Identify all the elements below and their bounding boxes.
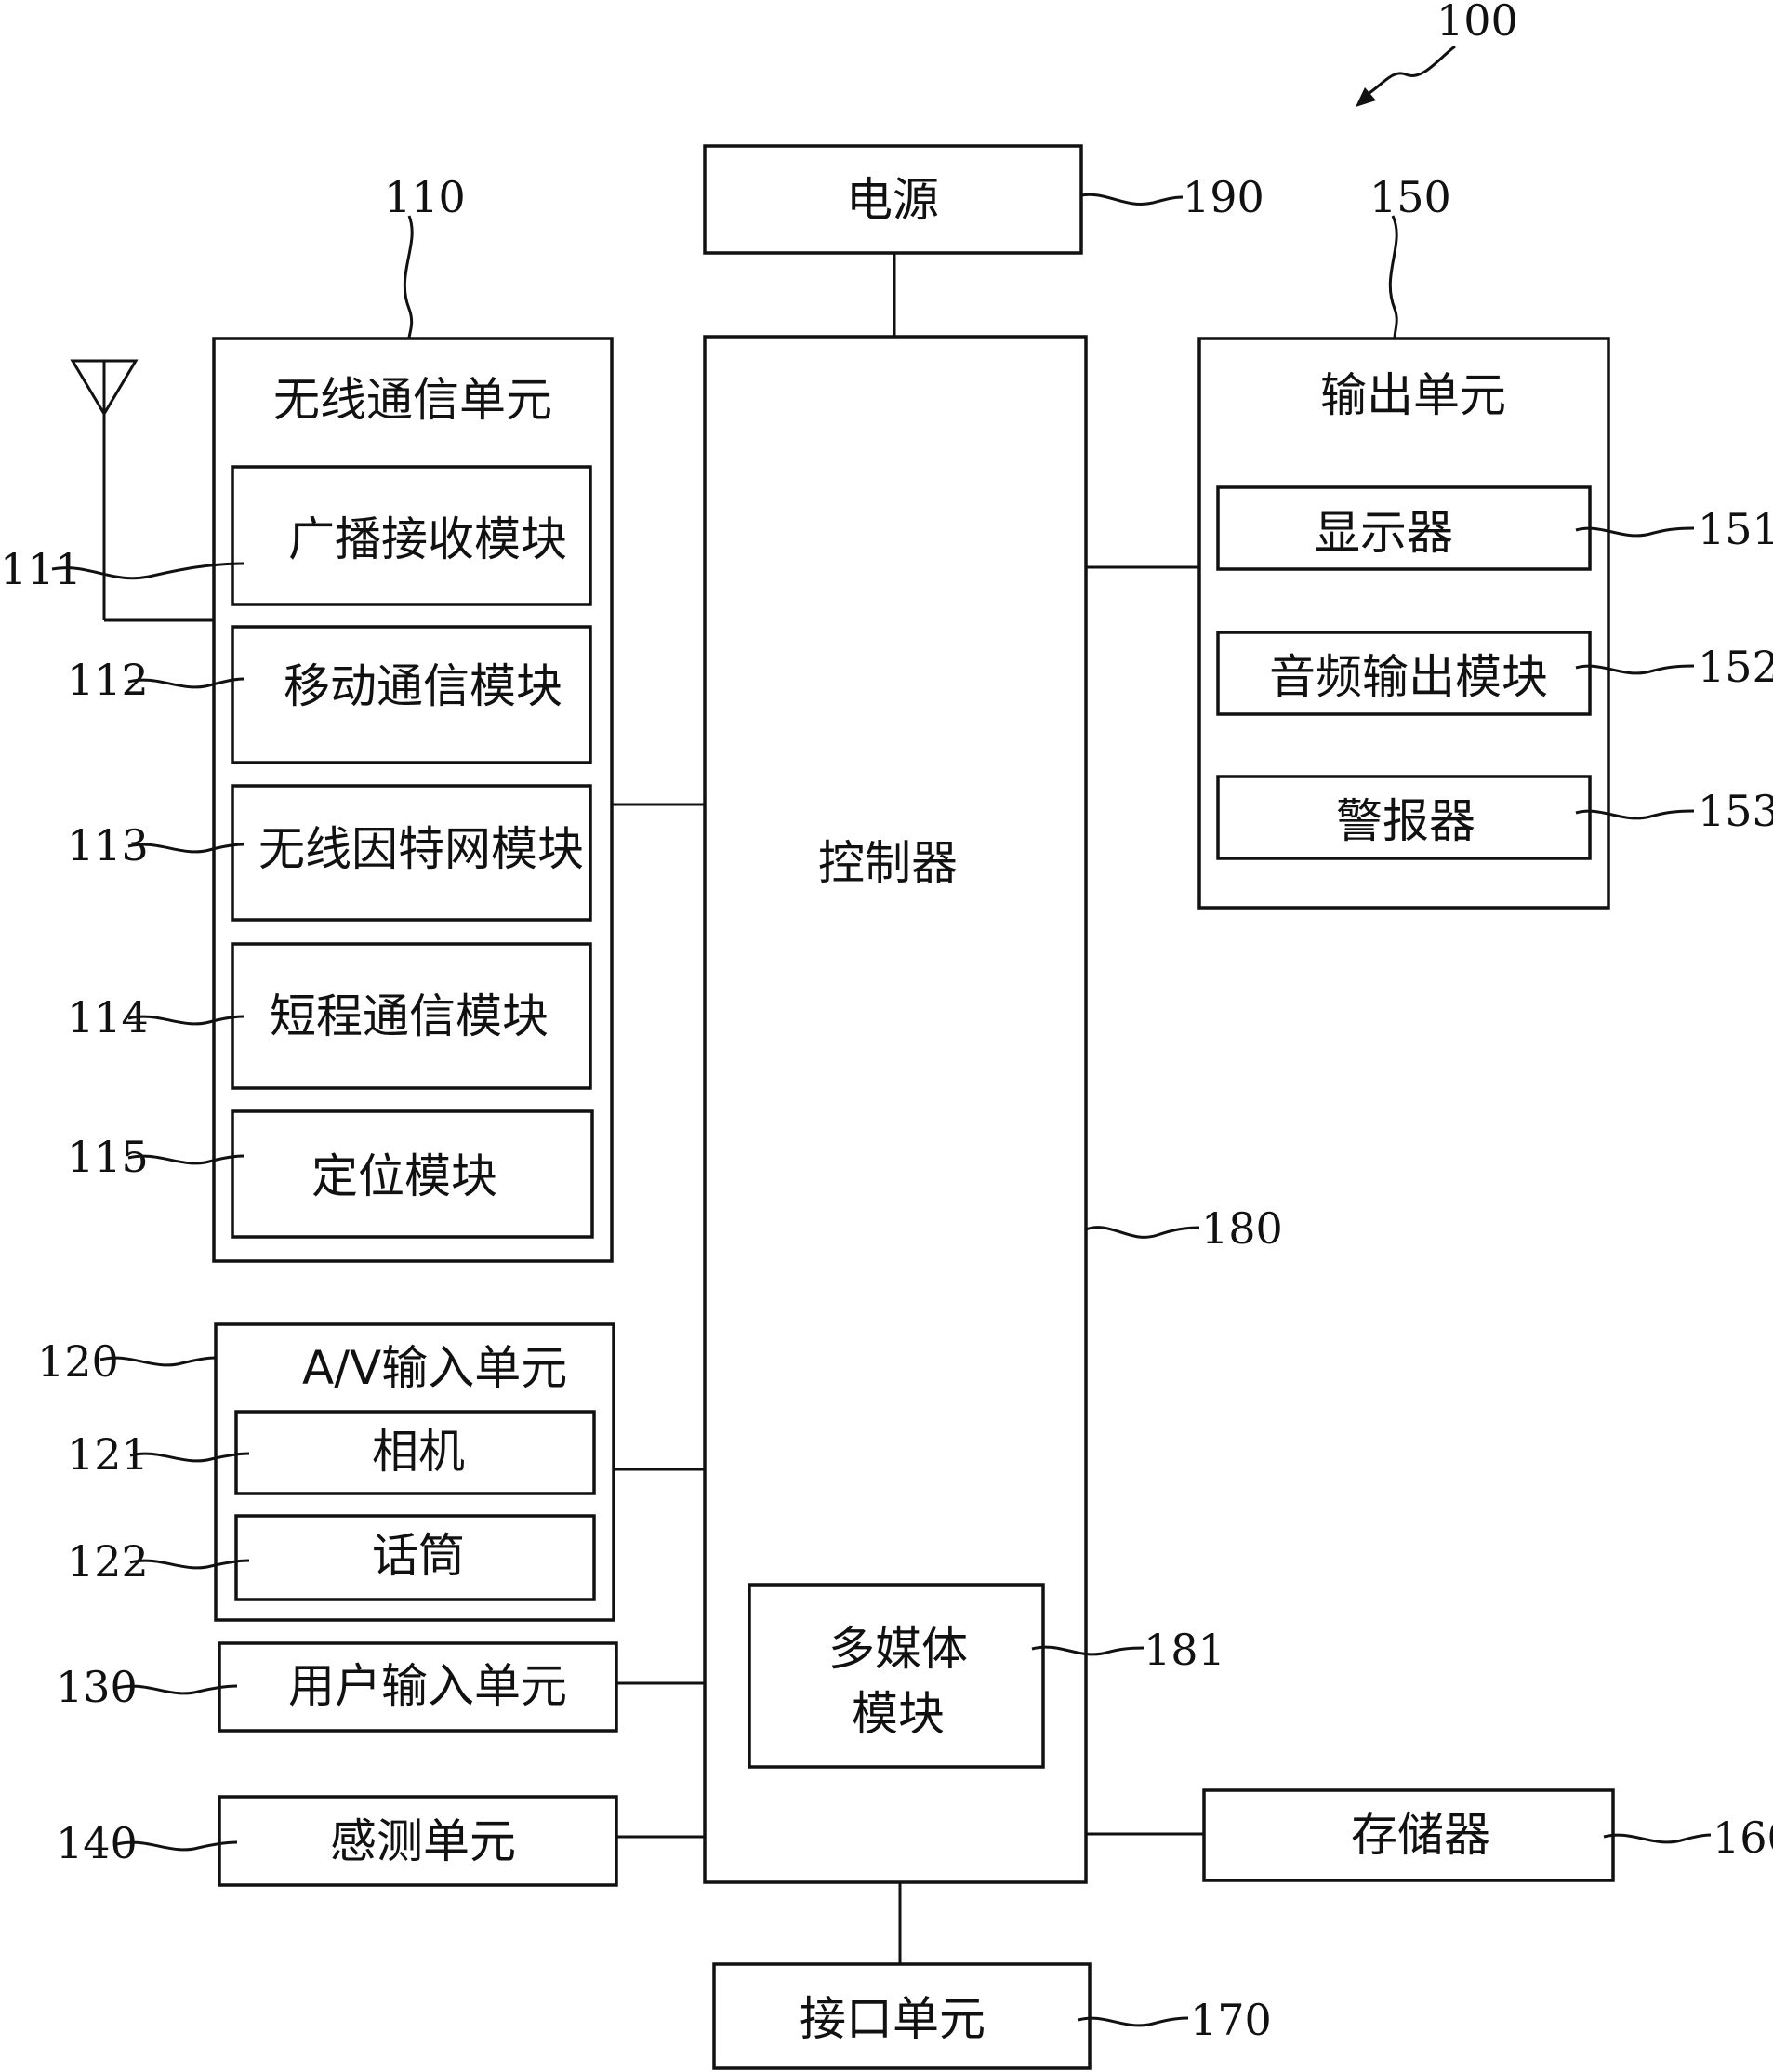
- power-ref-leader: [1080, 193, 1184, 206]
- wireless-ref: 110: [384, 172, 466, 222]
- broadcast-module-box: [231, 465, 592, 606]
- alarm-box: [1216, 775, 1592, 860]
- av-input-ref: 120: [37, 1336, 119, 1387]
- display-leader: [1575, 526, 1695, 538]
- figure-ref: 100: [1436, 0, 1518, 46]
- sensing-label: 感测单元: [330, 1814, 516, 1868]
- display-ref: 151: [1698, 504, 1773, 554]
- multimedia-label-line2: 模块: [852, 1687, 945, 1741]
- figure-ref-leader: [1366, 45, 1456, 97]
- alarm-ref: 153: [1698, 786, 1773, 836]
- camera-leader: [129, 1452, 250, 1463]
- camera-box: [234, 1410, 596, 1495]
- microphone-leader: [129, 1559, 250, 1570]
- alarm-leader: [1575, 809, 1695, 820]
- av-input-box: [214, 1322, 615, 1622]
- positioning-module-leader: [127, 1154, 245, 1165]
- camera-label: 相机: [372, 1425, 465, 1479]
- broadcast-module-leader: [51, 562, 245, 580]
- wireless-internet-module-label: 无线因特网模块: [258, 822, 584, 876]
- interface-ref-leader: [1078, 2016, 1189, 2027]
- av-input-leader: [99, 1356, 217, 1367]
- power-label: 电源: [846, 173, 939, 227]
- controller-box: [703, 335, 1088, 1884]
- controller-ref: 180: [1201, 1203, 1283, 1254]
- audio-output-box: [1216, 631, 1592, 716]
- multimedia-ref-leader: [1031, 1645, 1145, 1656]
- memory-label: 存储器: [1351, 1808, 1490, 1862]
- av-input-title: A/V输入单元: [302, 1341, 567, 1395]
- controller-ref-leader: [1085, 1226, 1200, 1239]
- output-box: [1197, 337, 1610, 910]
- mobile-comm-module-leader: [127, 677, 245, 689]
- positioning-module-box: [231, 1109, 594, 1239]
- output-title: 输出单元: [1320, 368, 1506, 422]
- interface-ref: 170: [1190, 1995, 1272, 2045]
- wireless-ref-leader: [403, 215, 414, 339]
- multimedia-label-line1: 多媒体: [828, 1622, 968, 1676]
- broadcast-module-label: 广播接收模块: [288, 512, 567, 566]
- sensing-leader: [116, 1840, 238, 1852]
- figure-ref-arrowhead: [1356, 87, 1376, 107]
- multimedia-box: [748, 1583, 1045, 1769]
- user-input-leader: [116, 1684, 238, 1695]
- short-range-module-leader: [127, 1015, 245, 1026]
- output-ref: 150: [1369, 172, 1451, 222]
- multimedia-ref: 181: [1144, 1625, 1225, 1675]
- interface-label: 接口单元: [800, 1992, 986, 2046]
- controller-label: 控制器: [818, 836, 958, 890]
- microphone-box: [234, 1514, 596, 1601]
- display-label: 显示器: [1314, 506, 1453, 560]
- mobile-comm-module-box: [231, 625, 592, 764]
- output-ref-leader: [1388, 215, 1398, 339]
- alarm-label: 警报器: [1336, 794, 1475, 848]
- audio-output-ref: 152: [1698, 642, 1773, 692]
- wireless-internet-module-box: [231, 784, 592, 922]
- sensing-box: [218, 1795, 618, 1887]
- memory-ref-leader: [1603, 1833, 1712, 1844]
- mobile-comm-module-label: 移动通信模块: [284, 659, 562, 713]
- wireless-title: 无线通信单元: [273, 373, 552, 427]
- power-ref: 190: [1183, 172, 1264, 222]
- wireless-internet-module-leader: [127, 843, 245, 854]
- interface-box: [712, 1962, 1092, 2070]
- audio-output-leader: [1575, 664, 1695, 675]
- memory-ref: 160: [1713, 1813, 1773, 1863]
- short-range-module-label: 短程通信模块: [270, 990, 549, 1043]
- microphone-label: 话筒: [372, 1529, 465, 1583]
- positioning-module-label: 定位模块: [311, 1149, 497, 1203]
- audio-output-label: 音频输出模块: [1269, 650, 1548, 704]
- user-input-label: 用户输入单元: [288, 1659, 567, 1713]
- wireless-box: [212, 337, 614, 1263]
